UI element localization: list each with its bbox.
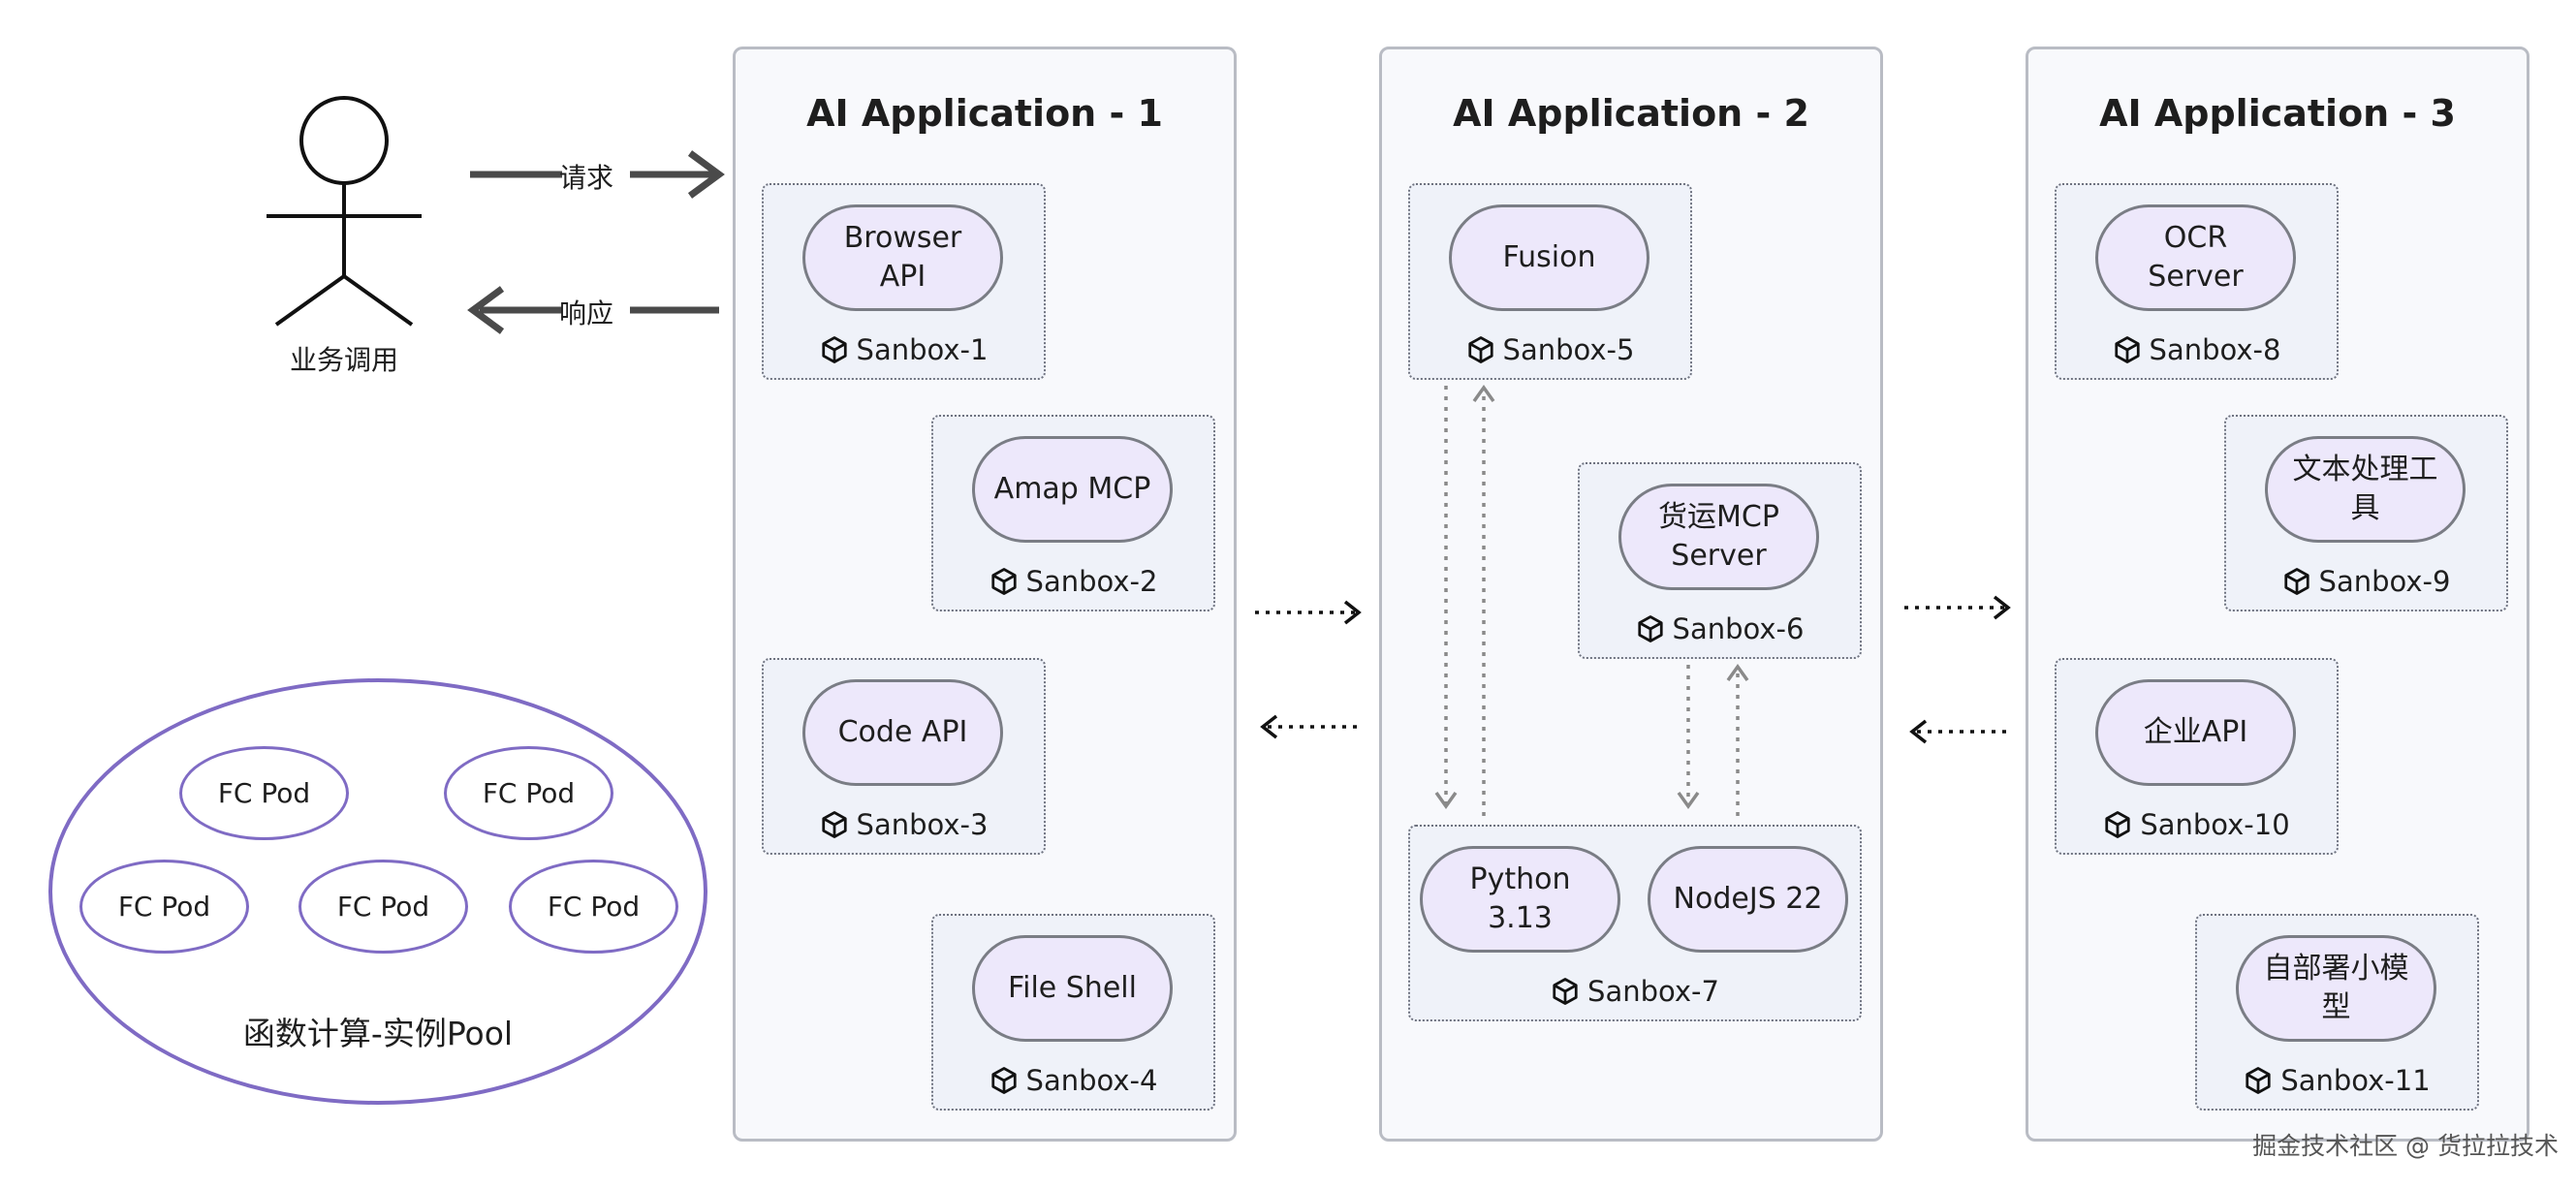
cube-icon — [1637, 615, 1663, 642]
service-pill: 文本处理工具 — [2265, 436, 2466, 543]
sandbox-label: Sanbox-11 — [2197, 1064, 2477, 1097]
sandbox: File Shell Sanbox-4 — [931, 914, 1215, 1111]
sandbox: Browser API Sanbox-1 — [762, 183, 1046, 380]
response-arrow — [467, 286, 719, 334]
sandbox: 自部署小模型 Sanbox-11 — [2195, 914, 2479, 1111]
sandbox-label: Sanbox-7 — [1410, 975, 1860, 1008]
app1-to-app2-arrow — [1255, 600, 1362, 625]
actor-label: 业务调用 — [289, 344, 398, 376]
sandbox: Code API Sanbox-3 — [762, 658, 1046, 855]
cube-icon — [2246, 1067, 2271, 1094]
cube-icon — [821, 811, 847, 838]
request-label: 请求 — [558, 162, 613, 194]
fc-pod: FC Pod — [444, 746, 613, 840]
sandbox-label: Sanbox-1 — [764, 333, 1044, 366]
sandbox-label: Sanbox-2 — [933, 565, 1213, 598]
cube-icon — [1467, 336, 1493, 363]
app2-to-app1-arrow — [1260, 714, 1362, 739]
sandbox: 企业API Sanbox-10 — [2055, 658, 2339, 855]
cube-icon — [2105, 811, 2130, 838]
service-pill: Python 3.13 — [1420, 846, 1620, 953]
cube-icon — [990, 1067, 1017, 1094]
sandbox-label: Sanbox-5 — [1410, 333, 1690, 366]
response-label: 响应 — [558, 298, 613, 329]
service-pill: Code API — [802, 679, 1003, 786]
service-pill: 货运MCP Server — [1618, 484, 1819, 590]
cube-icon — [1553, 978, 1578, 1005]
app-1: AI Application - 1 Browser API Sanbox-1 … — [733, 47, 1237, 1142]
sandbox-label: Sanbox-8 — [2057, 333, 2337, 366]
footer-credit: 掘金技术社区 @ 货拉拉技术 — [2252, 1132, 2559, 1160]
sandbox-label: Sanbox-10 — [2057, 808, 2337, 841]
service-pill: NodeJS 22 — [1648, 846, 1848, 953]
service-pill: 自部署小模型 — [2236, 935, 2436, 1042]
app-2: AI Application - 2 Fusion Sanbox-5 货运MCP… — [1379, 47, 1883, 1142]
fc-pod: FC Pod — [79, 860, 249, 954]
service-pill: File Shell — [972, 935, 1173, 1042]
app-title: AI Application - 2 — [1453, 92, 1809, 135]
service-pill: OCR Server — [2095, 204, 2296, 311]
sandbox-label: Sanbox-6 — [1580, 612, 1860, 645]
request-arrow — [470, 150, 725, 199]
cube-icon — [2283, 568, 2309, 595]
cube-icon — [2114, 336, 2140, 363]
app-title: AI Application - 1 — [806, 92, 1163, 135]
internal-arrows — [1434, 384, 1749, 816]
app-title: AI Application - 3 — [2099, 92, 2456, 135]
app2-to-app3-arrow — [1904, 595, 2011, 620]
sandbox: OCR Server Sanbox-8 — [2055, 183, 2339, 380]
service-pill: Amap MCP — [972, 436, 1173, 543]
sandbox-label: Sanbox-4 — [933, 1064, 1213, 1097]
sandbox: 货运MCP Server Sanbox-6 — [1578, 462, 1862, 659]
sandbox: Python 3.13 NodeJS 22 Sanbox-7 — [1408, 825, 1862, 1021]
service-pill: Fusion — [1449, 204, 1649, 311]
fc-pod: FC Pod — [298, 860, 468, 954]
instance-pool — [48, 678, 707, 1105]
sandbox-label: Sanbox-9 — [2226, 565, 2506, 598]
actor-stick-figure — [267, 96, 422, 327]
fc-pod: FC Pod — [179, 746, 349, 840]
cube-icon — [821, 336, 847, 363]
cube-icon — [990, 568, 1017, 595]
sandbox: 文本处理工具 Sanbox-9 — [2224, 415, 2508, 611]
sandbox: Amap MCP Sanbox-2 — [931, 415, 1215, 611]
app-3: AI Application - 3 OCR Server Sanbox-8 文… — [2026, 47, 2529, 1142]
sandbox: Fusion Sanbox-5 — [1408, 183, 1692, 380]
service-pill: 企业API — [2095, 679, 2296, 786]
pool-title: 函数计算-实例Pool — [242, 1015, 514, 1052]
service-pill: Browser API — [802, 204, 1003, 311]
sandbox-label: Sanbox-3 — [764, 808, 1044, 841]
fc-pod: FC Pod — [509, 860, 678, 954]
app3-to-app2-arrow — [1909, 719, 2011, 744]
